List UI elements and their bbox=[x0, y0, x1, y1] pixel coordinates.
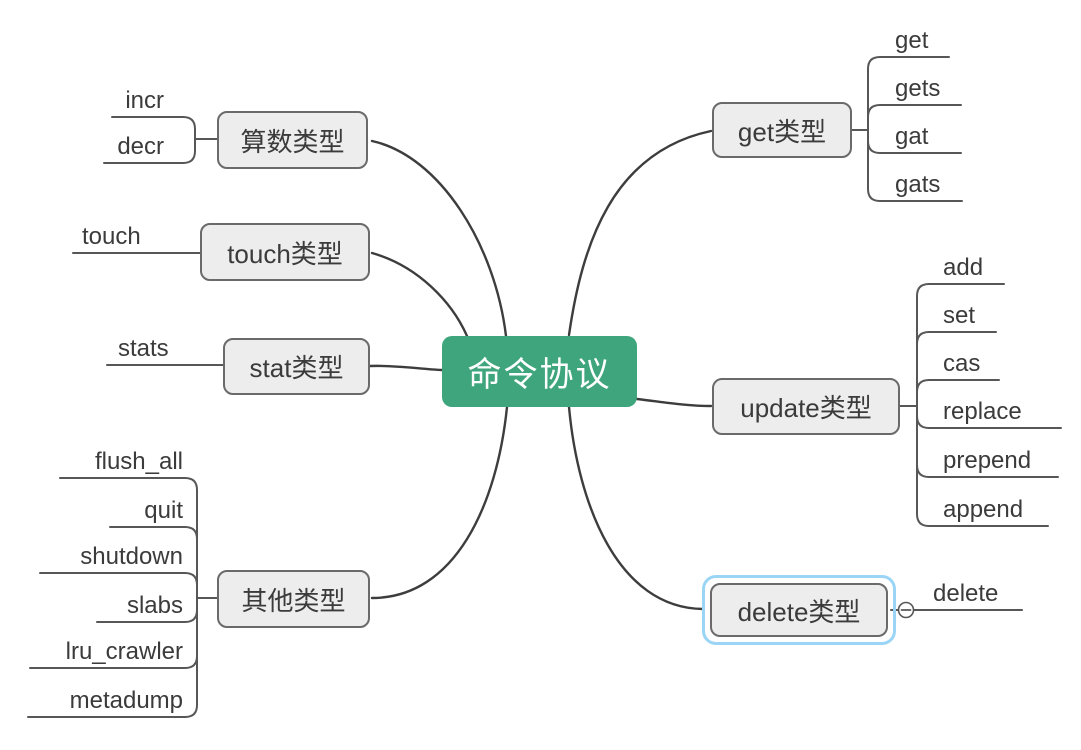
leaf-metadump[interactable]: metadump bbox=[69, 687, 183, 714]
leaf-incr[interactable]: incr bbox=[125, 87, 164, 114]
leaf-slabs[interactable]: slabs bbox=[126, 592, 183, 619]
selection-highlight bbox=[702, 575, 896, 645]
link-central-touch bbox=[370, 251, 469, 338]
link-central-arithmetic bbox=[370, 139, 508, 338]
twig-set bbox=[916, 331, 997, 407]
twig-quit bbox=[109, 526, 198, 599]
twig-flush-all bbox=[59, 477, 198, 599]
leaf-delete[interactable]: delete bbox=[933, 580, 999, 607]
branch-node-arithmetic[interactable]: 算数类型 bbox=[217, 111, 368, 169]
leaf-lru-crawler[interactable]: lru_crawler bbox=[65, 638, 183, 665]
branch-node-update[interactable]: update类型 bbox=[712, 378, 900, 435]
leaf-gets[interactable]: gets bbox=[895, 75, 941, 102]
leaf-touch[interactable]: touch bbox=[82, 223, 141, 250]
branch-node-other[interactable]: 其他类型 bbox=[217, 570, 370, 628]
leaf-add[interactable]: add bbox=[943, 254, 984, 281]
leaf-decr[interactable]: decr bbox=[117, 133, 164, 160]
twig-cas bbox=[916, 379, 1000, 407]
link-central-stat bbox=[368, 364, 444, 372]
link-central-get bbox=[567, 129, 713, 337]
leaf-stats[interactable]: stats bbox=[118, 335, 169, 362]
branch-node-stat[interactable]: stat类型 bbox=[223, 338, 370, 395]
leaf-gat[interactable]: gat bbox=[895, 123, 929, 150]
leaf-quit[interactable]: quit bbox=[144, 497, 183, 524]
collapse-toggle[interactable] bbox=[897, 601, 915, 619]
branch-node-get[interactable]: get类型 bbox=[712, 102, 852, 158]
link-central-delete bbox=[567, 405, 705, 611]
leaf-cas[interactable]: cas bbox=[943, 350, 981, 377]
twig-incr bbox=[111, 116, 196, 140]
twig-gats bbox=[867, 129, 963, 202]
branch-node-delete[interactable]: delete类型 bbox=[710, 583, 888, 637]
leaf-replace[interactable]: replace bbox=[943, 398, 1022, 425]
leaf-append[interactable]: append bbox=[943, 496, 1024, 523]
twig-shutdown bbox=[39, 572, 198, 599]
central-node[interactable]: 命令协议 bbox=[442, 336, 637, 407]
link-central-other bbox=[370, 405, 509, 600]
twig-decr bbox=[103, 138, 196, 164]
leaf-prepend[interactable]: prepend bbox=[943, 447, 1032, 474]
leaf-get[interactable]: get bbox=[895, 27, 929, 54]
twig-get bbox=[867, 56, 950, 131]
leaf-shutdown[interactable]: shutdown bbox=[80, 543, 183, 570]
twig-gets bbox=[867, 104, 962, 131]
branch-node-touch[interactable]: touch类型 bbox=[200, 223, 370, 281]
link-central-update bbox=[635, 397, 713, 408]
leaf-set[interactable]: set bbox=[943, 302, 976, 329]
twig-append bbox=[916, 405, 1049, 527]
leaf-flush-all[interactable]: flush_all bbox=[94, 448, 183, 475]
twig-add bbox=[916, 283, 1005, 407]
twig-metadump bbox=[27, 597, 198, 718]
leaf-gats[interactable]: gats bbox=[895, 171, 941, 198]
